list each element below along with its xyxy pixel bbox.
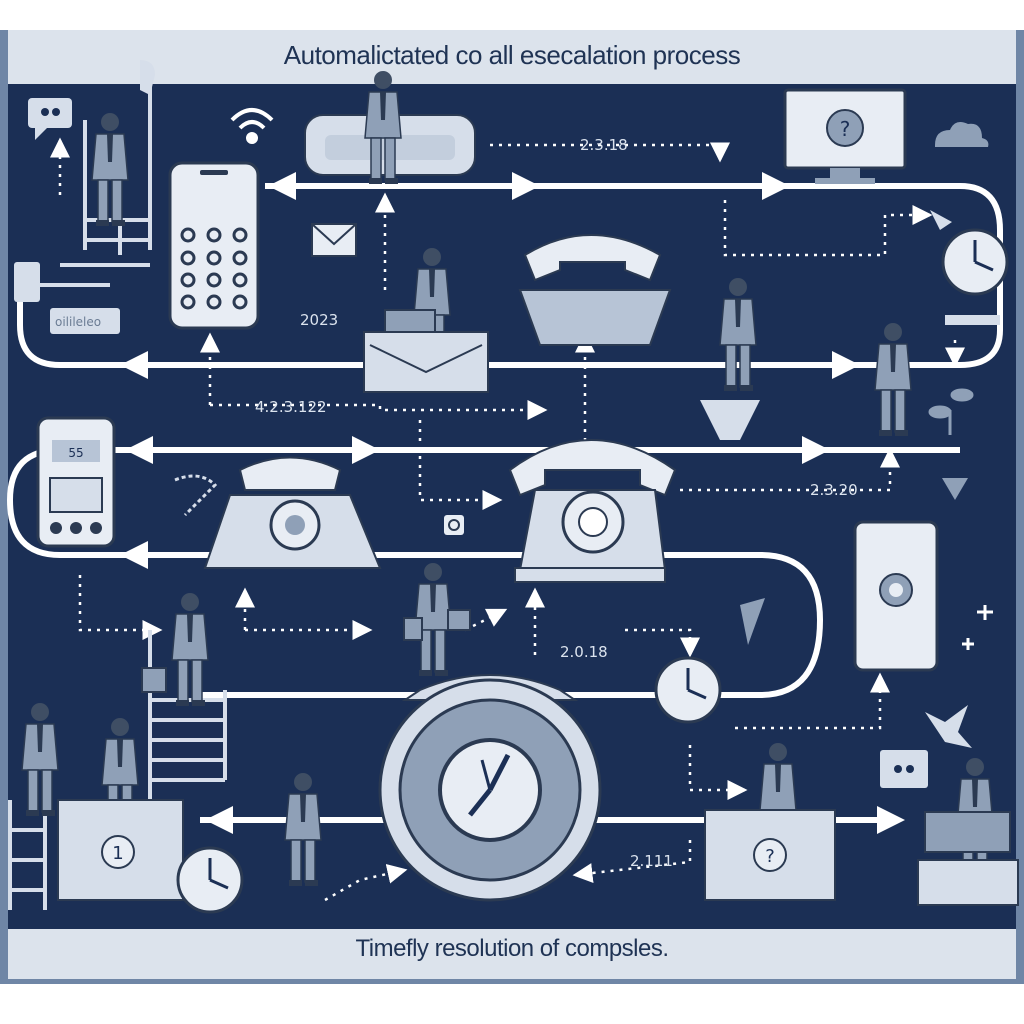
smartphone-icon: 55 <box>36 416 116 548</box>
diagram-title: Automalictated co all esecalation proces… <box>283 40 741 70</box>
desk-left-number: 1 <box>112 843 123 864</box>
ladder-icon <box>8 800 47 910</box>
label-1: 2.3.18 <box>580 136 628 154</box>
briefcase-icon <box>403 617 423 641</box>
plant-icon <box>928 388 974 435</box>
clock-icon <box>378 674 602 902</box>
mini-note-text: oilileleo <box>55 315 101 329</box>
speech-bubble-icon <box>880 750 928 788</box>
label-3: 4.2.3.122 <box>255 398 327 416</box>
monitor-icon <box>917 811 1019 906</box>
sparkle-icon <box>962 605 993 650</box>
monitor-icon: ? <box>783 88 907 184</box>
telephone-icon <box>518 234 672 346</box>
badge-icon <box>444 515 464 535</box>
paper-plane-icon <box>930 210 952 230</box>
bar-icon <box>945 315 1000 325</box>
footer-banner <box>8 929 1016 979</box>
handset-icon <box>140 60 155 95</box>
phone-cord-icon <box>174 474 218 517</box>
diagram-frame: 2.3.18 2023 4.2.3.122 2.3.20 2.0.18 2.11… <box>0 30 1024 984</box>
smartphone-icon <box>168 161 260 330</box>
star-icon <box>925 705 972 748</box>
telephone-icon <box>508 439 677 583</box>
label-2: 2023 <box>300 311 338 329</box>
label-5: 2.0.18 <box>560 643 608 661</box>
monitor-question-text: ? <box>840 117 851 141</box>
briefcase-icon <box>141 667 167 693</box>
clock-icon <box>941 228 1009 296</box>
wifi-icon <box>230 108 274 144</box>
down-arrow-icon <box>942 478 968 500</box>
envelope-icon <box>311 223 357 257</box>
smartphone-icon <box>853 520 939 672</box>
diagram-footer: Timefly resolution of compsles. <box>355 935 669 962</box>
clock-icon <box>654 656 722 724</box>
escalation-diagram: 2.3.18 2023 4.2.3.122 2.3.20 2.0.18 2.11… <box>0 30 1024 984</box>
dialpad-icon <box>180 227 248 310</box>
cloud-icon <box>935 122 989 147</box>
desk-right-symbol: ? <box>765 846 775 867</box>
desk-icon: ? <box>704 809 836 901</box>
telephone-icon <box>203 456 382 569</box>
path-arrowheads <box>120 172 905 834</box>
label-6: 2.111 <box>630 852 673 870</box>
briefcase-icon <box>447 609 471 631</box>
speech-bubble-icon <box>28 98 72 140</box>
desk-icon <box>363 331 489 393</box>
dotted-connectors <box>50 137 965 902</box>
title-banner <box>8 30 1016 84</box>
speech-bubble-icon: oilileleo <box>14 262 120 334</box>
phone-screen-text: 55 <box>68 446 83 460</box>
desk-icon: 1 <box>57 799 184 901</box>
label-4: 2.3.20 <box>810 481 858 499</box>
laptop-icon <box>384 309 436 333</box>
shield-icon <box>700 400 760 440</box>
clock-icon <box>176 846 244 914</box>
paper-plane-icon <box>740 598 765 645</box>
